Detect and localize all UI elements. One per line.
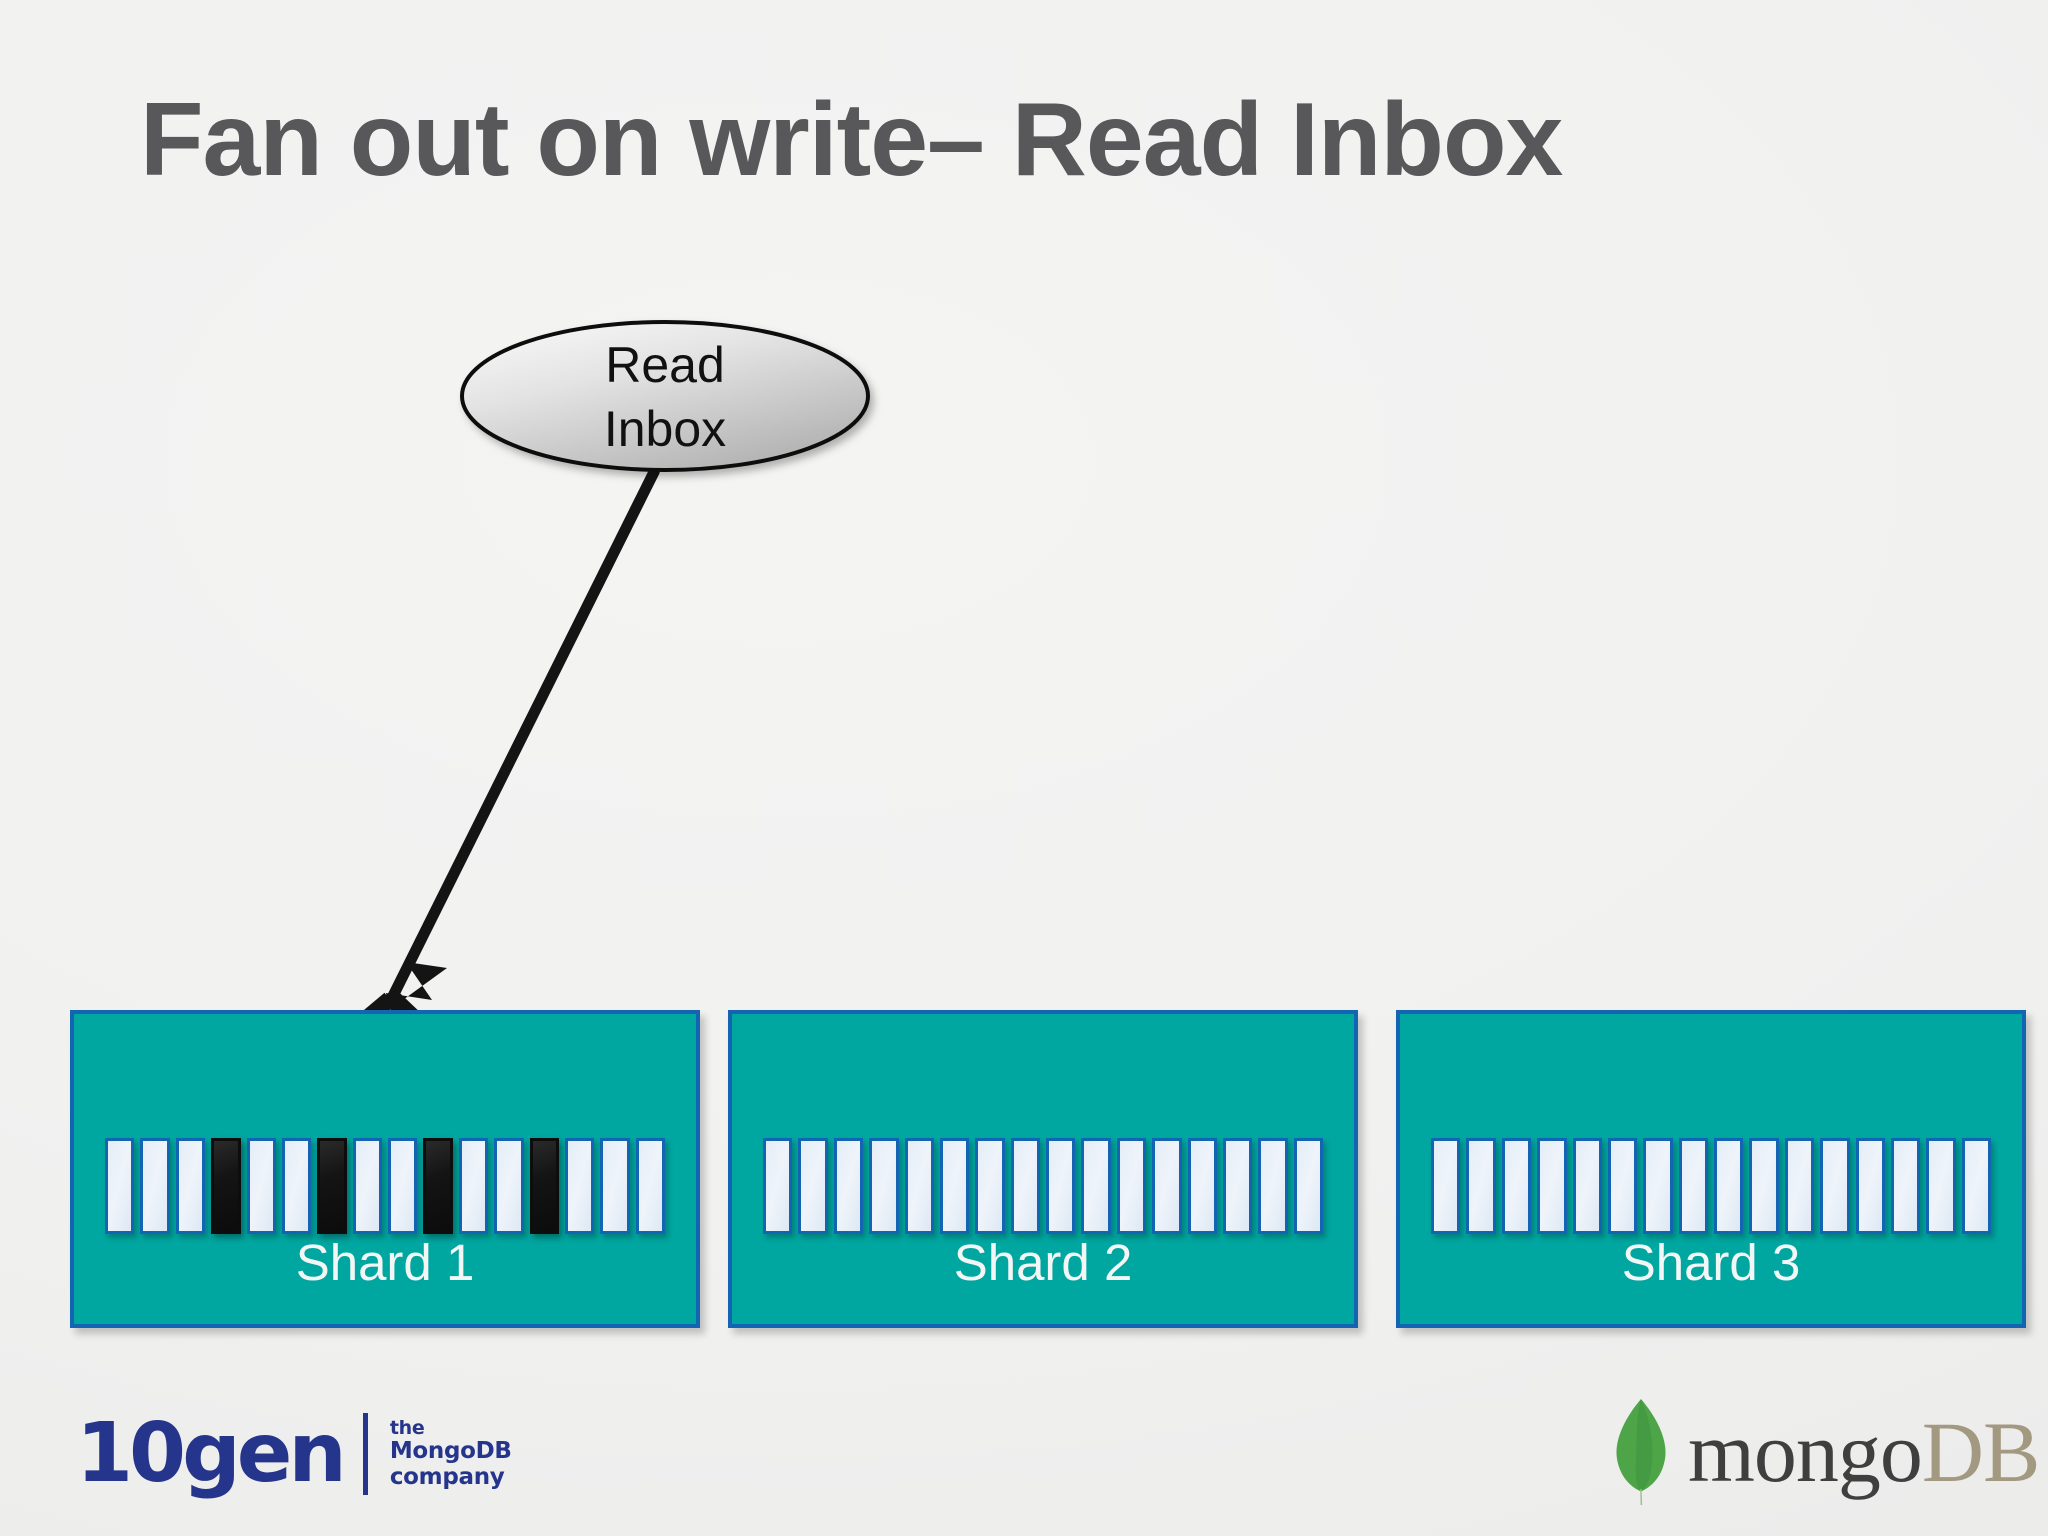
shard-1-bars [102,1138,668,1234]
inbox-bar [1820,1138,1850,1234]
inbox-bar [1890,1138,1921,1234]
inbox-bar [1678,1138,1708,1234]
inbox-bar [1643,1138,1673,1234]
inbox-bar [869,1138,899,1234]
inbox-bar [763,1138,793,1234]
inbox-bar [1855,1138,1885,1234]
inbox-bar [1116,1138,1147,1234]
inbox-bar [1046,1138,1076,1234]
inbox-bar [246,1138,276,1234]
tengen-tagline-line-2: MongoDB [389,1437,512,1464]
shard-box-2[interactable]: Shard 2 [728,1010,1358,1328]
inbox-bar [833,1138,864,1234]
tengen-tagline: the MongoDB company [389,1416,512,1491]
tengen-logo: 10gen the MongoDB company [76,1404,512,1504]
inbox-bar [1466,1138,1496,1234]
tengen-tagline-line-3: company [389,1463,505,1490]
inbox-bar [600,1138,630,1234]
shard-2-bars [760,1138,1326,1234]
inbox-bar [1537,1138,1567,1234]
shard-1-label: Shard 1 [295,1234,475,1291]
inbox-bar [975,1138,1005,1234]
inbox-bar [564,1138,595,1234]
inbox-bar [1607,1138,1638,1234]
inbox-bar [1431,1138,1461,1234]
inbox-bar-highlighted [423,1138,453,1234]
inbox-bar [458,1138,489,1234]
mongodb-wordmark-primary: mongo [1688,1404,1923,1500]
inbox-bar [175,1138,206,1234]
inbox-bar-highlighted [317,1138,347,1234]
mongodb-leaf-icon [1610,1397,1672,1507]
inbox-bar-highlighted [529,1138,559,1234]
logo-divider [362,1413,368,1495]
inbox-bar [1784,1138,1815,1234]
shard-box-1[interactable]: Shard 1 [70,1010,700,1328]
inbox-bar [1572,1138,1602,1234]
read-inbox-ellipse[interactable] [460,320,870,472]
inbox-bar [904,1138,934,1234]
inbox-bar [281,1138,312,1234]
inbox-bar [1714,1138,1744,1234]
inbox-bar [1501,1138,1532,1234]
inbox-bar [388,1138,418,1234]
inbox-bar [798,1138,828,1234]
inbox-bar [635,1138,665,1234]
mongodb-logo: mongo DB [1610,1392,2040,1512]
inbox-bar [1749,1138,1779,1234]
tengen-wordmark: 10gen [76,1406,347,1501]
inbox-bar [105,1138,135,1234]
inbound-arrow [386,467,660,1010]
mongodb-wordmark-secondary: DB [1921,1404,2040,1500]
inbox-bar-highlighted [211,1138,241,1234]
inbox-bar [1187,1138,1217,1234]
tengen-tagline-line-1: the [389,1416,425,1439]
inbox-bar [1961,1138,1991,1234]
inbox-bar [1926,1138,1956,1234]
inbox-bar [1010,1138,1040,1234]
inbox-bar [1081,1138,1111,1234]
inbox-bar [352,1138,382,1234]
inbox-bar [1293,1138,1323,1234]
inbox-bar [1222,1138,1253,1234]
inbox-bar [140,1138,170,1234]
inbox-bar [939,1138,970,1234]
shard-box-3[interactable]: Shard 3 [1396,1010,2026,1328]
inbox-bar [1258,1138,1288,1234]
shard-3-label: Shard 3 [1621,1234,1801,1291]
inbox-bar [1152,1138,1182,1234]
shard-2-label: Shard 2 [953,1234,1133,1291]
shard-3-bars [1428,1138,1994,1234]
page-title: Fan out on write– Read Inbox [140,82,1563,198]
inbox-bar [494,1138,524,1234]
